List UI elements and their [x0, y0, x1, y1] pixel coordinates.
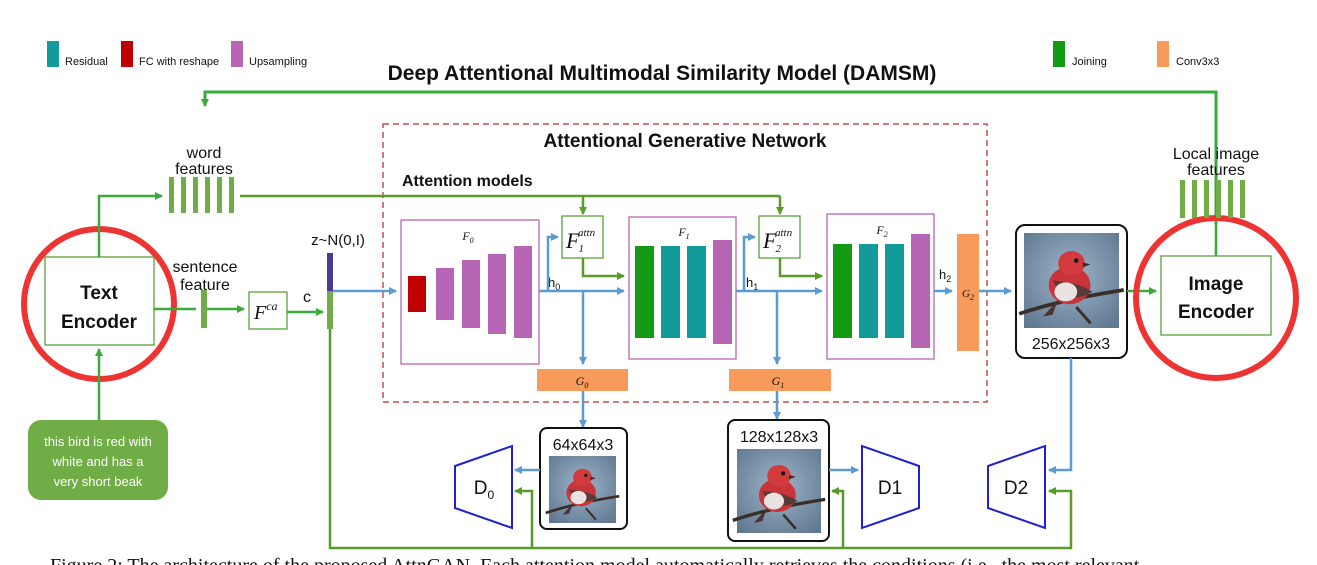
- f2attn-to-f2-arrow: [778, 258, 823, 280]
- image-encoder-label-line1: Image: [1189, 274, 1244, 295]
- local-features-label-line2: features: [1187, 162, 1245, 179]
- c-label: c: [303, 289, 311, 306]
- f1-layers: [635, 240, 732, 344]
- g0-label: G0: [576, 374, 589, 390]
- d0-label: D0: [474, 478, 495, 502]
- word-features-label-line1: word: [186, 145, 222, 162]
- agn-title: Attentional Generative Network: [544, 131, 827, 152]
- img64-label: 64x64x3: [553, 437, 614, 454]
- fca-box: [248, 291, 288, 330]
- damsm-title: Deep Attentional Multimodal Similarity M…: [388, 62, 937, 85]
- img64-bird-image: [544, 454, 621, 525]
- text-encoder-label-line1: Text: [80, 283, 118, 304]
- legend-label-fc: FC with reshape: [139, 56, 219, 68]
- h2-label: h2: [939, 267, 951, 284]
- text-input-line1: this bird is red with: [44, 434, 152, 449]
- img256-bird-image: [1017, 231, 1126, 330]
- text-encoder-label-line2: Encoder: [61, 312, 138, 333]
- g1-label: G1: [772, 374, 785, 390]
- f2-layers: [833, 234, 930, 348]
- sentence-feature-label-line1: sentence: [173, 259, 238, 276]
- image-encoder-box: [1160, 255, 1272, 336]
- text-input-line2: white and has a: [51, 454, 144, 469]
- d2-discriminator: [987, 444, 1046, 530]
- f1-attn-box: [561, 215, 604, 259]
- f0-layers: [408, 246, 532, 338]
- legend-swatch-residual: [47, 41, 59, 67]
- g1-block: [729, 369, 831, 391]
- c-to-d1-arrow: [831, 487, 845, 548]
- img256-label: 256x256x3: [1032, 336, 1110, 353]
- figure-caption: Figure 2: The architecture of the propos…: [50, 555, 1140, 565]
- legend-swatch-fc: [121, 41, 133, 67]
- legend-label-conv: Conv3x3: [1176, 56, 1219, 68]
- h1-to-f2attn-arrow: [742, 233, 756, 291]
- g2-label: G2: [962, 288, 974, 302]
- damsm-loop-arrow: [201, 90, 1218, 224]
- legend-swatch-upsampling: [231, 41, 243, 67]
- attention-models-label: Attention models: [402, 173, 533, 190]
- d1-discriminator: [861, 444, 920, 530]
- legend-swatch-conv: [1157, 41, 1169, 67]
- c-to-d0-arrow: [514, 487, 534, 548]
- agn-dashed-box: [382, 123, 988, 403]
- f1-label: F1: [677, 225, 689, 241]
- legend-label-upsampling: Upsampling: [249, 56, 307, 68]
- img256-to-d2-arrow: [1048, 358, 1073, 474]
- img128-label: 128x128x3: [740, 429, 818, 446]
- image-encoder-label-line2: Encoder: [1178, 302, 1255, 323]
- legend-label-joining: Joining: [1072, 56, 1107, 68]
- f2-label: F2: [875, 223, 887, 239]
- h1-label: h1: [746, 275, 758, 292]
- h0-label: h0: [548, 275, 560, 292]
- local-features-bars: [1180, 180, 1245, 218]
- z-bar: [327, 253, 333, 291]
- legend: Residual FC with reshape Upsampling Join…: [47, 41, 1219, 68]
- c-bar: [327, 291, 333, 329]
- text-input-line3: very short beak: [54, 474, 143, 489]
- encoder-to-word-arrow: [97, 192, 163, 257]
- g0-block: [537, 369, 628, 391]
- c-to-d2-arrow: [328, 329, 1073, 550]
- f2-attn-label: F2attn: [762, 227, 793, 255]
- f0-label: F0: [461, 229, 473, 245]
- f1-attn-label: F1attn: [565, 227, 596, 255]
- d1-label: D1: [878, 478, 902, 499]
- d2-label: D2: [1004, 478, 1028, 499]
- word-features-bars: [169, 177, 234, 213]
- sentence-feature-bar: [201, 290, 207, 328]
- text-encoder-box: [44, 256, 155, 346]
- h0-to-f1attn-arrow: [546, 233, 559, 291]
- g2-block: [957, 234, 979, 351]
- z-label: z~N(0,I): [311, 232, 365, 249]
- d0-discriminator: [454, 444, 513, 530]
- word-features-label-line2: features: [175, 161, 233, 178]
- legend-label-residual: Residual: [65, 56, 108, 68]
- text-input-bubble: [28, 420, 168, 500]
- img128-bird-image: [731, 447, 827, 535]
- fca-label: Fca: [253, 299, 278, 324]
- legend-swatch-joining: [1053, 41, 1065, 67]
- sentence-feature-label-line2: feature: [180, 277, 230, 294]
- f1attn-to-f1-arrow: [581, 258, 625, 280]
- local-features-label-line1: Local image: [1173, 146, 1259, 163]
